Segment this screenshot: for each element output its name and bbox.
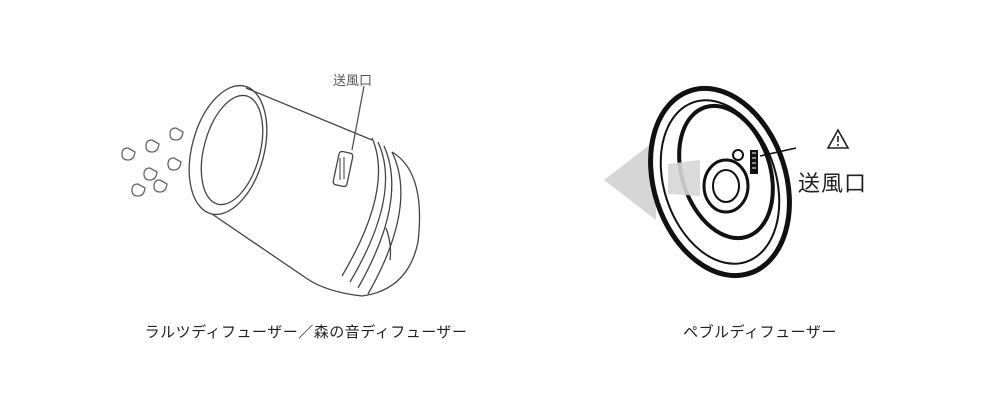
cylinder-body (188, 84, 421, 297)
left-diffuser-panel: 送風口 ラルツディフューザー／森の音ディフューザー (121, 74, 468, 341)
pebble-diffuser-illustration (604, 85, 850, 279)
vent-label-left: 送風口 (333, 74, 373, 89)
mist-drop-icon (121, 127, 184, 197)
vent-label-right: 送風口 (798, 172, 868, 197)
right-caption: ペブルディフューザー (683, 323, 837, 341)
cylinder-diffuser-illustration (121, 84, 421, 297)
left-caption: ラルツディフューザー／森の音ディフューザー (144, 323, 468, 341)
pebble-body (648, 85, 797, 279)
right-diffuser-panel: 送風口 ペブルディフューザー (560, 0, 1000, 400)
warning-triangle-icon (826, 128, 850, 149)
